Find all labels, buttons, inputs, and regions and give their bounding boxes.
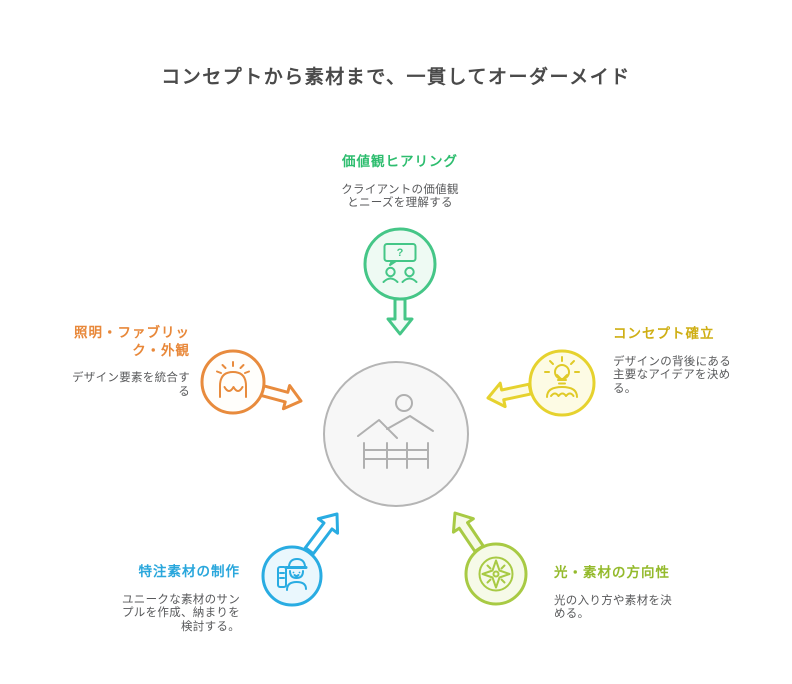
idea-person-icon (544, 356, 580, 398)
node-desc-light-direction: 光の入り方や素材を決 める。 (554, 594, 672, 621)
node-desc-custom-material: ユニークな素材のサン プルを作成、納まりを 検討する。 (122, 593, 240, 634)
node-title-values-hearing: 価値観ヒアリング (342, 154, 458, 169)
people-chat-icon: ? (382, 243, 418, 283)
node-title-custom-material: 特注素材の制作 (138, 564, 240, 579)
center-circle (323, 361, 469, 507)
arrow-bottom-left (303, 512, 340, 556)
node-title-lighting-fabric: 照明・ファブリッ ク・外観 (74, 325, 190, 358)
node-title-light-direction: 光・素材の方向性 (554, 565, 670, 580)
node-text-values-hearing: 価値観ヒアリング クライアントの価値観 とニーズを理解する (300, 153, 500, 211)
node-text-light-direction: 光・素材の方向性 光の入り方や素材を決 める。 (554, 564, 704, 622)
node-text-custom-material: 特注素材の制作 ユニークな素材のサン プルを作成、納まりを 検討する。 (116, 563, 240, 635)
node-text-concept: コンセプト確立 デザインの背後にある 主要なアイデアを決め る。 (613, 325, 758, 397)
question-mark-glyph: ? (397, 247, 404, 259)
page-title: コンセプトから素材まで、一貫してオーダーメイド (161, 67, 631, 88)
node-circle-values-hearing (363, 227, 437, 301)
node-desc-values-hearing: クライアントの価値観 とニーズを理解する (341, 183, 459, 210)
node-title-concept: コンセプト確立 (613, 326, 715, 341)
awning-icon (216, 361, 250, 398)
node-circle-light-direction (464, 542, 528, 606)
arrow-top (386, 297, 414, 336)
craftsman-icon (277, 558, 308, 591)
landscape-icon (357, 394, 434, 469)
node-desc-lighting-fabric: デザイン要素を統合す る (72, 372, 190, 398)
node-desc-concept: デザインの背後にある 主要なアイデアを決め る。 (613, 355, 731, 396)
arrow-right (486, 381, 533, 409)
node-text-lighting-fabric: 照明・ファブリッ ク・外観 デザイン要素を統合す る (58, 324, 190, 400)
arrow-left (259, 384, 303, 411)
compass-icon (478, 556, 514, 592)
node-circle-lighting-fabric (200, 349, 266, 415)
